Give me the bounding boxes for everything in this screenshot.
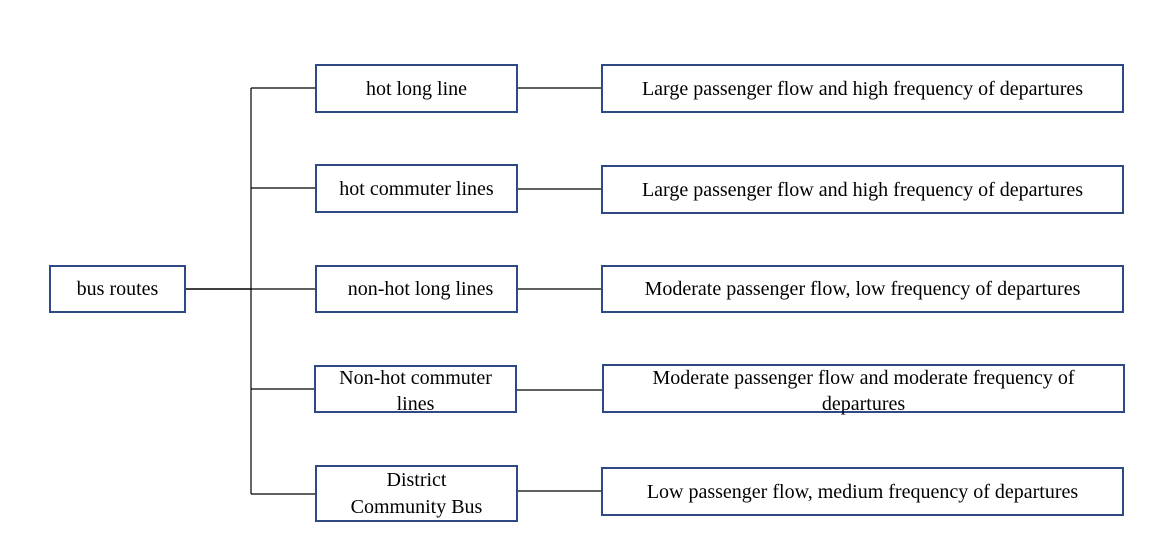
category-label-2: hot commuter lines [339, 177, 494, 200]
description-node-3: Moderate passenger flow, low frequency o… [601, 265, 1124, 313]
description-node-4: Moderate passenger flow and moderate fre… [602, 364, 1125, 415]
category-node-4: Non-hot commuter lines [314, 365, 517, 415]
description-node-2: Large passenger flow and high frequency … [601, 165, 1124, 214]
category-node-1: hot long line [315, 64, 518, 113]
category-node-3: non-hot long lines [315, 265, 518, 313]
description-label-5: Low passenger flow, medium frequency of … [646, 480, 1079, 503]
category-label-4: Non-hot commuter lines [339, 367, 492, 415]
description-label-3: Moderate passenger flow, low frequency o… [644, 278, 1081, 300]
category-label-5: District Community Bus [350, 468, 483, 518]
description-node-5: Low passenger flow, medium frequency of … [601, 467, 1124, 516]
category-label-1: hot long line [365, 77, 468, 100]
description-label-2: Large passenger flow and high frequency … [641, 178, 1084, 201]
description-node-1: Large passenger flow and high frequency … [601, 64, 1124, 113]
category-label-3: non-hot long lines [347, 278, 494, 300]
category-node-5: District Community Bus [315, 465, 518, 522]
description-label-4: Moderate passenger flow and moderate fre… [652, 367, 1075, 415]
description-label-1: Large passenger flow and high frequency … [641, 77, 1084, 100]
root-node-label: bus routes [76, 278, 159, 300]
category-node-2: hot commuter lines [315, 164, 518, 213]
root-node: bus routes [49, 265, 186, 313]
